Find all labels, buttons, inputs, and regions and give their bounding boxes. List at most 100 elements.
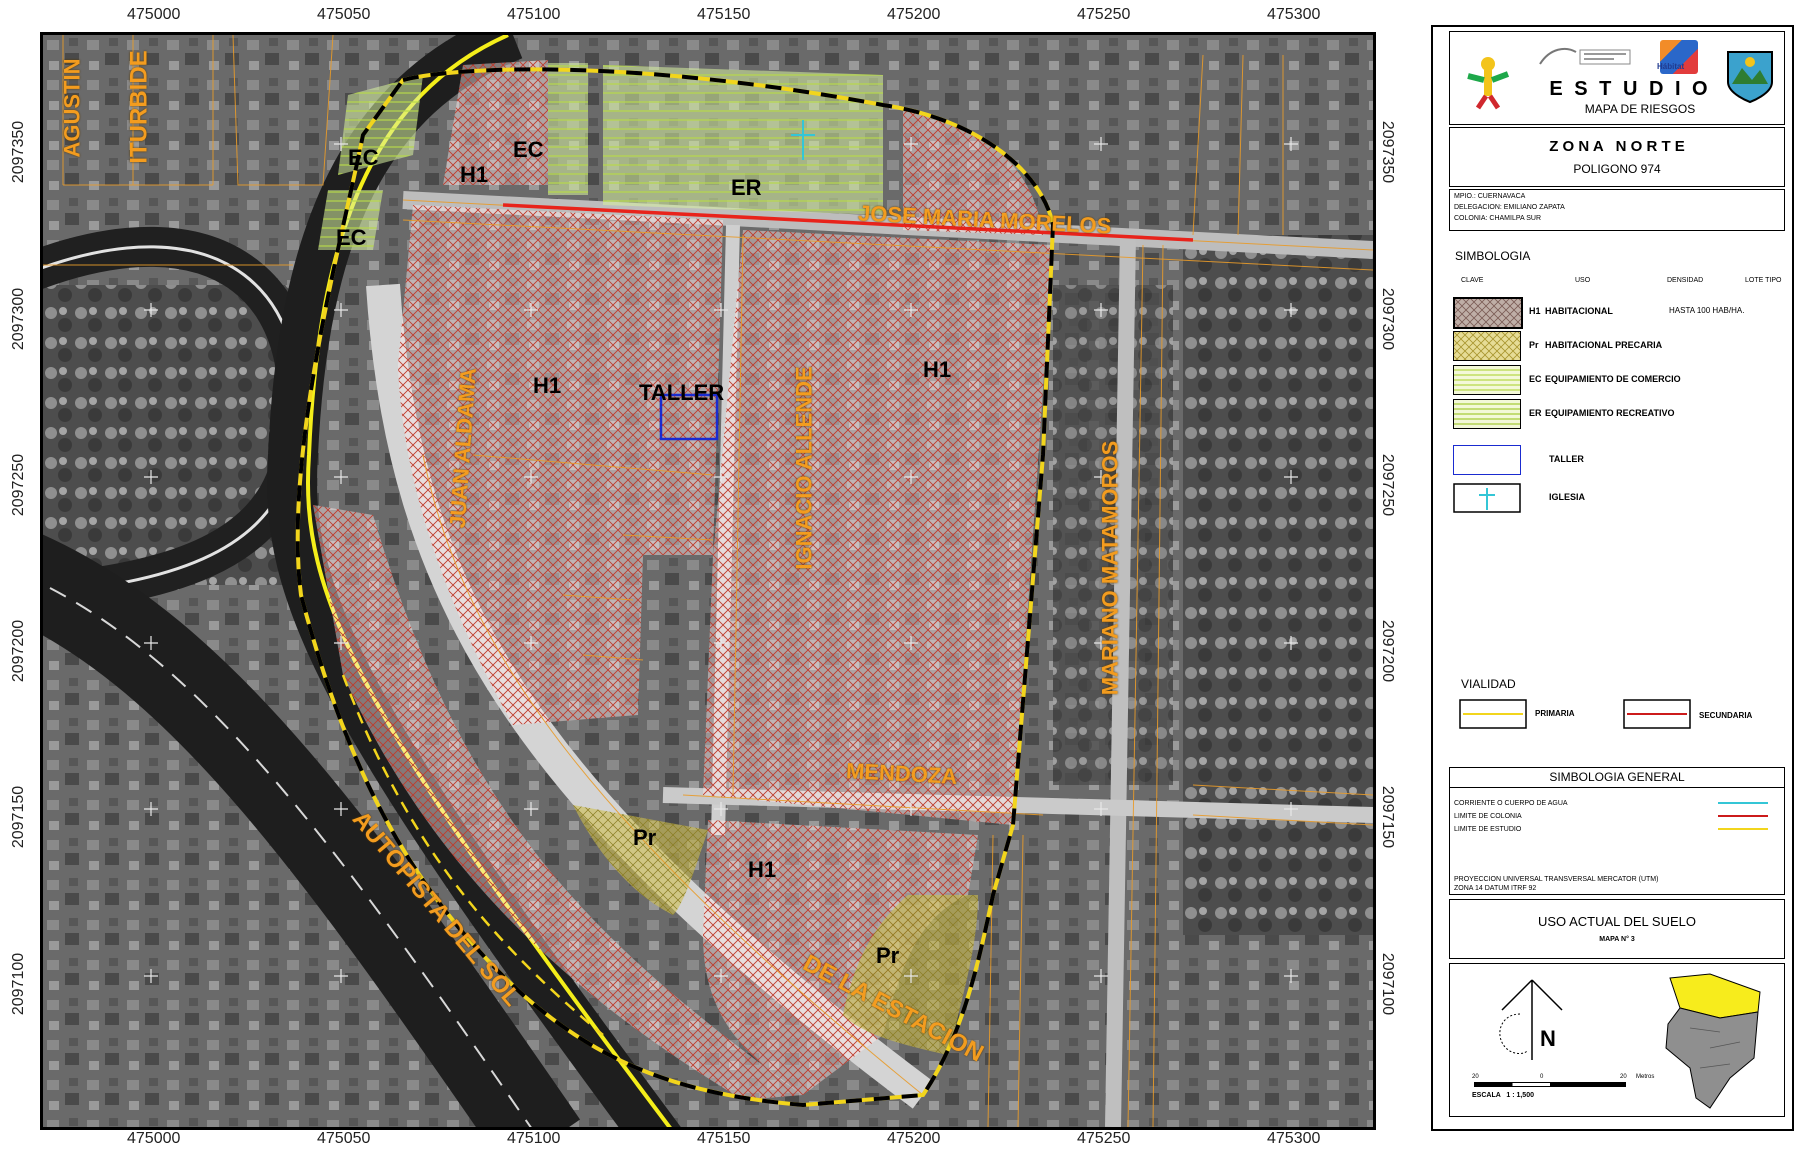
legend-item-taller: TALLER — [1453, 445, 1783, 479]
legend-use-iglesia: IGLESIA — [1549, 492, 1586, 502]
x-tick-bottom: 475300 — [1267, 1130, 1321, 1147]
zone-title: Z O N A N O R T E — [1549, 138, 1685, 155]
north-locator-block: N 20 0 20 Metros ESCALA 1 : 1,500 — [1449, 963, 1785, 1117]
legend-item-pr: Pr HABITACIONAL PRECARIA — [1453, 331, 1783, 365]
column-densidad: DENSIDAD — [1667, 277, 1704, 284]
y-tick-right: 2097300 — [1379, 287, 1397, 351]
general-item-colonia: LIMITE DE COLONIA — [1454, 813, 1522, 820]
legend-density-h1: HASTA 100 HAB/HA. — [1669, 306, 1745, 315]
x-tick-top: 475200 — [887, 6, 941, 23]
iglesia-swatch — [1453, 483, 1521, 513]
x-tick-top: 475000 — [127, 6, 181, 23]
street-label-mariano-matamoros: MARIANO MATAMOROS — [1097, 440, 1123, 696]
zone-label-h1: H1 — [533, 373, 562, 398]
h1-south-block — [703, 820, 978, 1095]
legend-use-h1: HABITACIONAL — [1545, 306, 1613, 316]
legend-use-taller: TALLER — [1549, 454, 1584, 464]
column-clave: CLAVE — [1461, 277, 1484, 284]
legend-item-ec: EC EQUIPAMIENTO DE COMERCIO — [1453, 365, 1783, 399]
x-tick-top: 475300 — [1267, 6, 1321, 23]
h1-swatch — [1453, 297, 1523, 329]
ec-swatch — [1453, 365, 1521, 395]
h1-southwest — [313, 505, 803, 1100]
info-delegacion: DELEGACION: EMILIANO ZAPATA — [1454, 204, 1565, 211]
ec-left-2 — [318, 190, 383, 250]
locator-map-icon — [1665, 973, 1761, 1109]
ec-north — [548, 63, 588, 195]
zone-label-h1: H1 — [923, 357, 952, 382]
column-uso: USO — [1575, 277, 1591, 284]
zone-label-er: ER — [731, 175, 762, 200]
study-subtitle: MAPA DE RIESGOS — [1584, 102, 1696, 116]
y-tick-left: 2097100 — [10, 952, 28, 1016]
zone-label-ec: EC — [336, 225, 367, 250]
water-line-swatch — [1718, 802, 1768, 804]
zone-label-ec: EC — [513, 137, 544, 162]
y-tick-left: 2097200 — [10, 619, 28, 683]
primary-road-label: PRIMARIA — [1535, 709, 1575, 718]
zone-label-ec: EC — [348, 145, 379, 170]
street-label-iturbide: ITURBIDE — [125, 50, 153, 164]
location-info: MPIO.: CUERNAVACA DELEGACION: EMILIANO Z… — [1449, 189, 1785, 231]
secondary-road-line — [502, 203, 1194, 242]
legend-item-iglesia: IGLESIA — [1453, 483, 1783, 517]
y-tick-right: 2097250 — [1379, 453, 1397, 517]
estudio-line-swatch — [1718, 828, 1768, 830]
zone-subtitle: POLIGONO 974 — [1573, 162, 1661, 176]
secondary-road-label: SECUNDARIA — [1699, 711, 1753, 720]
legend-item-er: ER EQUIPAMIENTO RECREATIVO — [1453, 399, 1783, 433]
study-title: E S T U D I O — [1549, 78, 1711, 100]
er-swatch — [1453, 399, 1521, 429]
map-title: USO ACTUAL DEL SUELO — [1538, 914, 1696, 929]
y-tick-right: 2097200 — [1379, 619, 1397, 683]
zone-label-h1: H1 — [460, 162, 489, 187]
x-tick-top: 475100 — [507, 6, 561, 23]
street-label-ignacio-allende: IGNACIO ALLENDE — [791, 366, 817, 570]
habitat-logo-icon: Hábitat — [1657, 40, 1698, 74]
zone-label-h1: H1 — [748, 857, 777, 882]
x-tick-bottom: 475250 — [1077, 1130, 1131, 1147]
h1-north-east — [903, 110, 1043, 235]
x-tick-bottom: 475150 — [697, 1130, 751, 1147]
pr-swatch — [1453, 331, 1521, 361]
legend-code-pr: Pr — [1529, 340, 1539, 350]
street-label-agustin: AGUSTIN — [59, 58, 85, 158]
north-letter: N — [1540, 1026, 1556, 1051]
government-logo-icon — [1539, 47, 1631, 65]
zone-label-taller: TALLER — [639, 380, 725, 405]
scale-end: 20 — [1620, 1074, 1627, 1080]
h1-east-block — [703, 230, 1053, 825]
church-cross-icon — [791, 120, 815, 160]
x-tick-bottom: 475050 — [317, 1130, 371, 1147]
y-tick-left: 2097250 — [10, 453, 28, 517]
taller-swatch — [1453, 445, 1521, 475]
zone-label-pr: Pr — [633, 825, 657, 850]
legend-use-ec: EQUIPAMIENTO DE COMERCIO — [1545, 374, 1681, 384]
general-item-estudio: LIMITE DE ESTUDIO — [1454, 826, 1522, 833]
map-canvas — [43, 35, 1373, 1127]
map-number: MAPA N° 3 — [1599, 936, 1635, 943]
colonia-line-swatch — [1718, 815, 1768, 817]
secondary-road-swatch — [1623, 699, 1691, 729]
scale-mid: 0 — [1540, 1074, 1544, 1080]
x-tick-top: 475050 — [317, 6, 371, 23]
legend-code-ec: EC — [1529, 374, 1542, 384]
general-title: SIMBOLOGIA GENERAL — [1450, 770, 1784, 788]
aerial-map[interactable]: AGUSTIN ITURBIDE JOSE MARIA MORELOS JUAN… — [40, 32, 1376, 1130]
simbologia-title: SIMBOLOGIA — [1455, 249, 1531, 263]
x-tick-bottom: 475200 — [887, 1130, 941, 1147]
y-tick-right: 2097100 — [1379, 952, 1397, 1016]
scale-start: 20 — [1472, 1074, 1479, 1080]
h1-north-block — [398, 205, 723, 725]
h1-corner-block — [443, 60, 548, 185]
title-block: Hábitat E S T U D I O MAPA DE RIESGOS — [1449, 31, 1785, 125]
x-tick-top: 475150 — [697, 6, 751, 23]
general-symbology: SIMBOLOGIA GENERAL CORRIENTE O CUERPO DE… — [1449, 767, 1785, 895]
info-municipio: MPIO.: CUERNAVACA — [1454, 193, 1526, 200]
scale-bar — [1474, 1082, 1626, 1087]
y-tick-right: 2097150 — [1379, 785, 1397, 849]
legend-use-pr: HABITACIONAL PRECARIA — [1545, 340, 1663, 350]
vialidad-title: VIALIDAD — [1461, 677, 1516, 691]
legend-item-h1: H1 HABITACIONAL HASTA 100 HAB/HA. — [1453, 297, 1783, 331]
municipal-shield-icon — [1727, 51, 1773, 104]
